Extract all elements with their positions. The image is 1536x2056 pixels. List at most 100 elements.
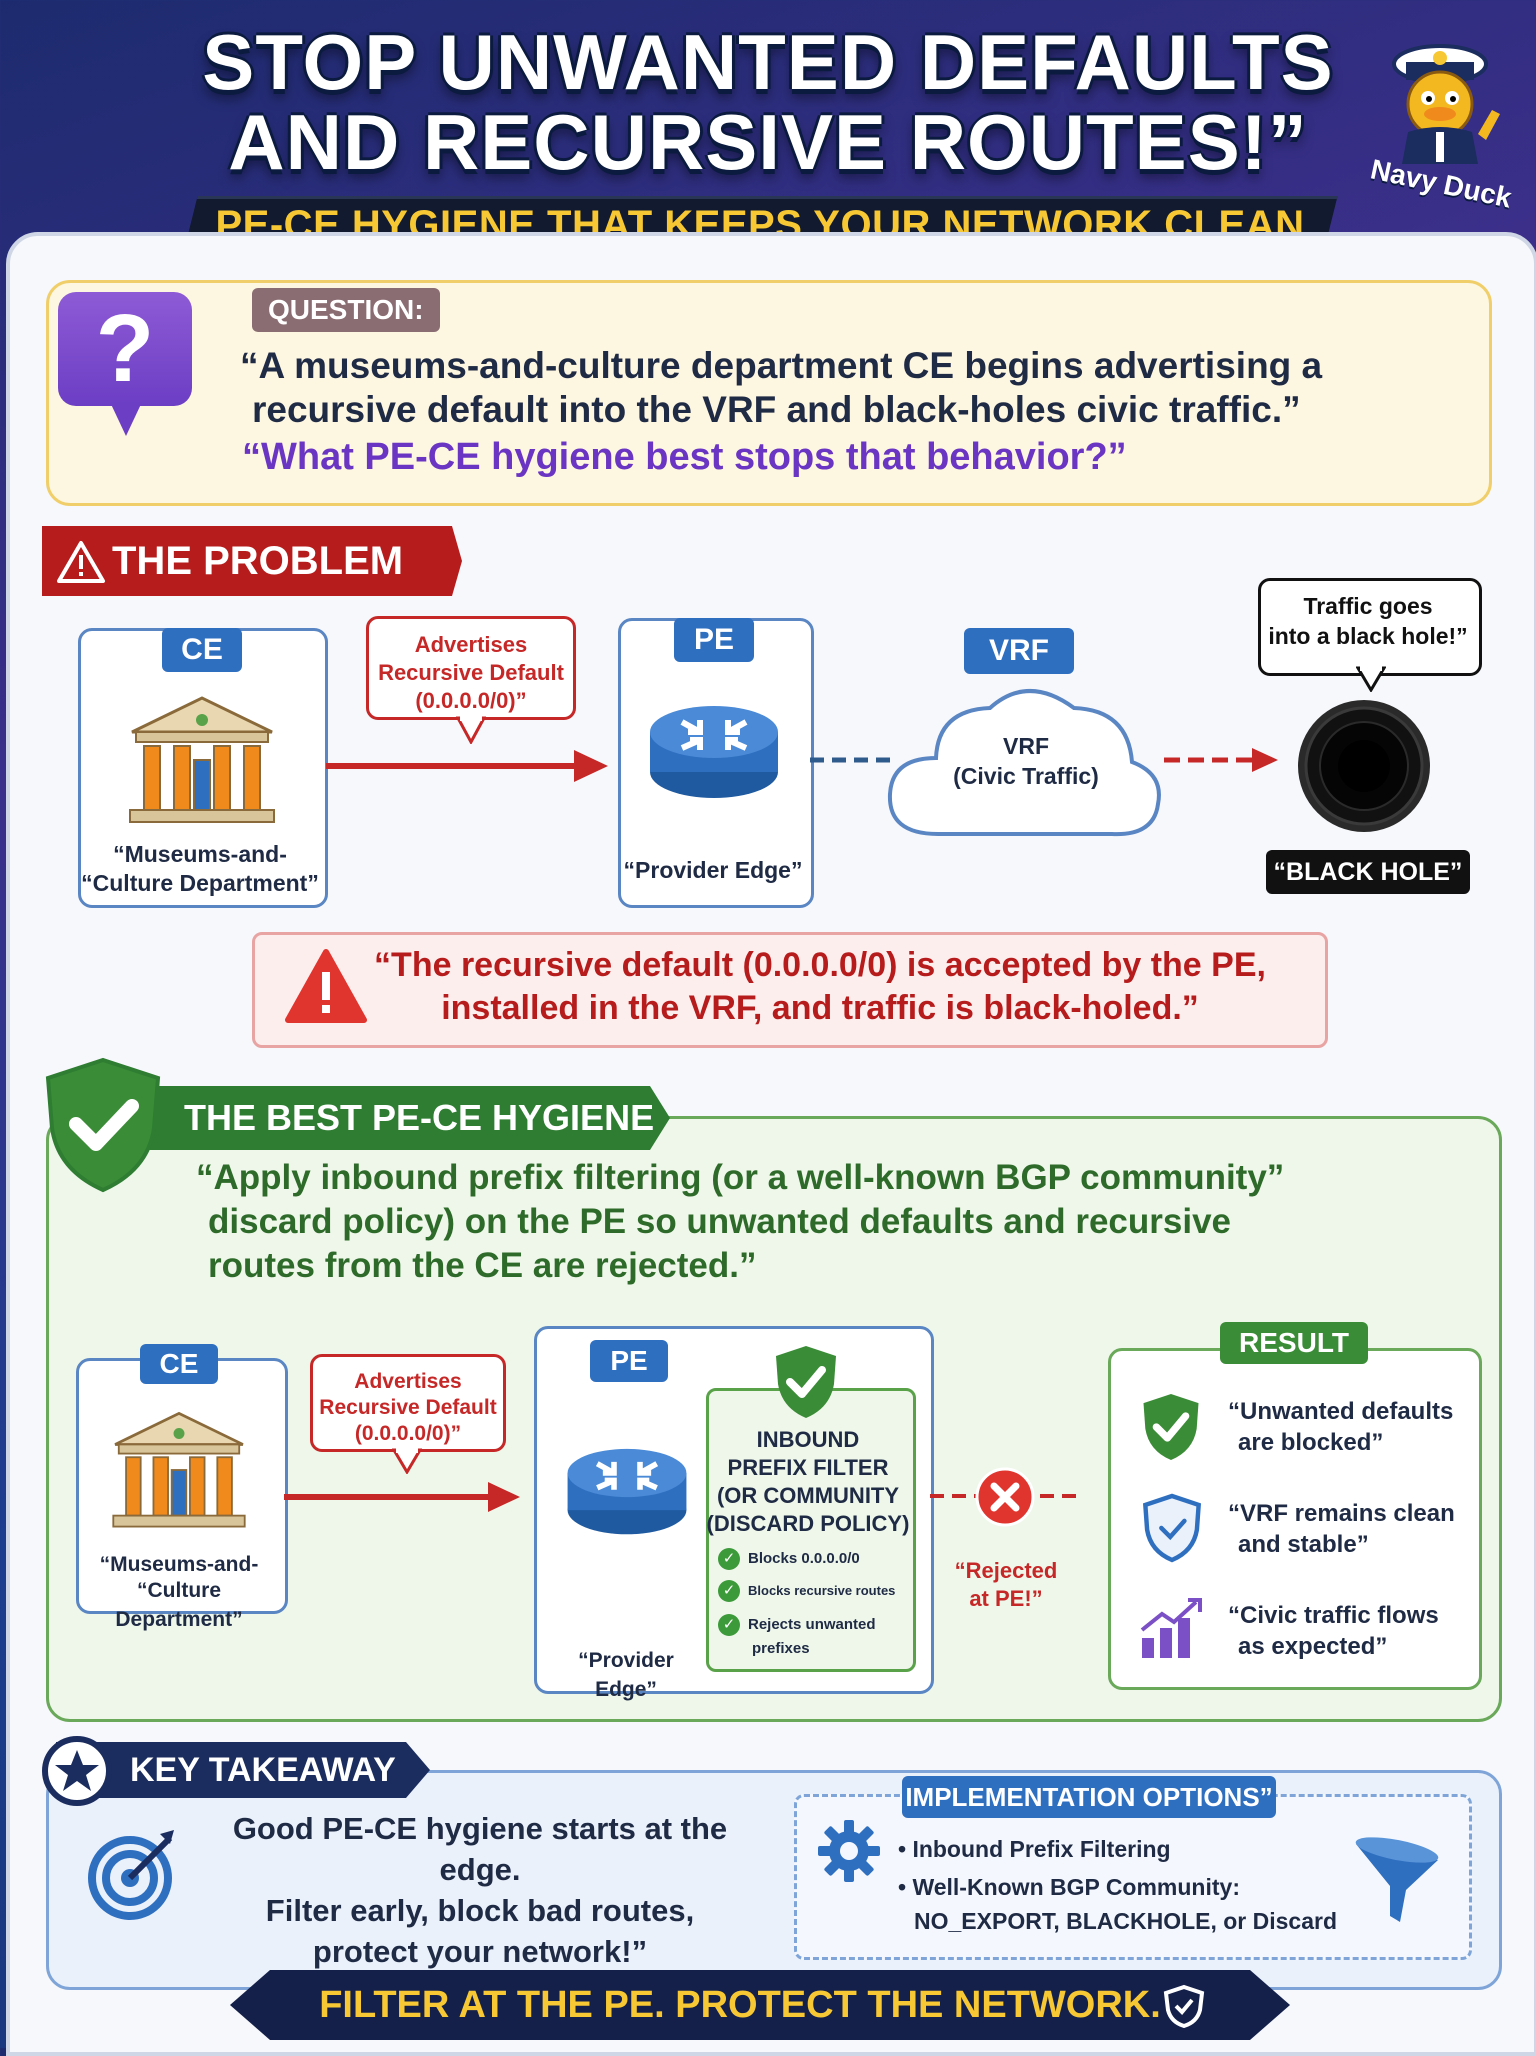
rejected-label-2: at PE!” — [969, 1586, 1043, 1611]
question-line-2: recursive default into the VRF and black… — [252, 389, 1301, 430]
filter-title-line-4: (DISCARD POLICY) — [706, 1511, 910, 1536]
solution-ce-caption-2: “Culture Department” — [115, 1579, 243, 1631]
impl-option-3: NO_EXPORT, BLACKHOLE, or Discard — [914, 1908, 1338, 1934]
problem-alert-box — [252, 932, 1328, 1048]
question-text: “A museums-and-culture department CE beg… — [240, 344, 1420, 432]
solution-shield-check-icon — [45, 1057, 161, 1193]
result-2: “VRF remains clean and stable” — [1228, 1498, 1455, 1560]
problem-router-icon — [650, 706, 778, 798]
takeaway-line-1: Good PE-CE hygiene starts at the edge. — [232, 1811, 728, 1887]
takeaway-banner — [56, 1742, 430, 1798]
result-1-line-1: “Unwanted defaults — [1228, 1398, 1454, 1425]
check-icon: ✓ — [718, 1548, 740, 1570]
warning-triangle-icon — [57, 541, 105, 583]
implementation-options-box — [794, 1794, 1472, 1960]
solution-text: “Apply inbound prefix filtering (or a we… — [196, 1156, 1346, 1288]
impl-option-2: • Well-Known BGP Community: — [898, 1874, 1240, 1900]
solution-line-1: “Apply inbound prefix filtering (or a we… — [196, 1158, 1285, 1197]
solution-museum-building-icon — [112, 1411, 246, 1528]
problem-pe-caption: “Provider Edge” — [623, 857, 803, 883]
blackhole-bubble-line-1: Traffic goes — [1303, 593, 1433, 619]
result-1-line-2: are blocked” — [1238, 1429, 1384, 1456]
vrf-label-2: (Civic Traffic) — [953, 763, 1099, 789]
filter-title-line-2: PREFIX FILTER — [727, 1455, 889, 1480]
solution-line-3: routes from the CE are rejected.” — [208, 1246, 757, 1285]
problem-advertises-callout: Advertises Recursive Default (0.0.0.0/0)… — [366, 616, 576, 720]
rejected-label-1: “Rejected — [954, 1558, 1058, 1583]
problem-alert-line-2: installed in the VRF, and traffic is bla… — [441, 989, 1199, 1027]
result-tag: RESULT — [1220, 1322, 1368, 1364]
question-label: QUESTION: — [252, 288, 440, 332]
footer-shield-icon — [1163, 1984, 1205, 2028]
takeaway-text: Good PE-CE hygiene starts at the edge. F… — [190, 1808, 770, 1972]
problem-alert-line-1: “The recursive default (0.0.0.0/0) is ac… — [374, 946, 1266, 984]
inbound-filter-box — [706, 1388, 916, 1672]
check-icon: ✓ — [718, 1580, 740, 1602]
problem-blackhole-arrow — [1164, 748, 1278, 772]
filter-item-prefixes: prefixes — [752, 1640, 810, 1657]
vrf-label-1: VRF — [1003, 733, 1049, 759]
solution-callout-tail — [392, 1448, 422, 1474]
vrf-cloud-icon — [887, 689, 1161, 837]
problem-pe-tag: PE — [674, 618, 754, 662]
result-3-line-2: as expected” — [1238, 1633, 1388, 1660]
problem-callout-line-1: Advertises — [414, 632, 528, 657]
museum-building-icon — [129, 696, 275, 823]
problem-ce-caption-2: “Culture Department” — [81, 870, 319, 896]
problem-ce-tag: CE — [162, 628, 242, 672]
filter-item-rejects-unwanted: ✓Rejects unwanted — [718, 1614, 876, 1636]
solution-line-2: discard policy) on the PE so unwanted de… — [208, 1202, 1232, 1241]
gear-icon — [818, 1820, 880, 1882]
problem-callout-line-3: (0.0.0.0/0)” — [415, 688, 527, 713]
solution-banner-label: THE BEST PE-CE HYGIENE — [184, 1097, 655, 1138]
problem-alert-text: “The recursive default (0.0.0.0/0) is ac… — [370, 944, 1270, 1030]
implementation-options-tag: IMPLEMENTATION OPTIONS” — [902, 1776, 1276, 1818]
alert-triangle-icon — [285, 949, 367, 1023]
solution-ce-caption-1: “Museums-and- — [99, 1553, 259, 1576]
solution-pe-tag: PE — [590, 1340, 668, 1382]
solution-ce-tag: CE — [140, 1344, 218, 1384]
filter-title-line-3: (OR COMMUNITY — [716, 1483, 900, 1508]
problem-pe-vrf-link — [810, 757, 892, 763]
result-1: “Unwanted defaults are blocked” — [1228, 1396, 1453, 1458]
filter-shield-check-icon — [776, 1346, 836, 1418]
result-2-line-2: and stable” — [1238, 1531, 1369, 1558]
blackhole-bubble-tail — [1356, 666, 1386, 692]
black-hole-label: “BLACK HOLE” — [1266, 850, 1470, 894]
problem-callout-line-2: Recursive Default — [378, 660, 564, 685]
solution-callout-line-3: (0.0.0.0/0)” — [354, 1422, 462, 1445]
footer-text: FILTER AT THE PE. PROTECT THE NETWORK. — [319, 1984, 1161, 2026]
navy-duck-logo-icon — [1392, 44, 1500, 164]
footer-banner — [230, 1970, 1290, 2040]
solution-callout-line-2: Recursive Default — [319, 1396, 497, 1419]
title-line-1: STOP UNWANTED DEFAULTS — [202, 18, 1334, 106]
solution-router-icon — [567, 1448, 687, 1535]
question-line-1: “A museums-and-culture department CE beg… — [240, 345, 1323, 386]
question-bubble-tail — [110, 402, 142, 436]
impl-option-1: • Inbound Prefix Filtering — [898, 1836, 1171, 1862]
rejected-x-icon — [975, 1467, 1035, 1527]
solution-advertise-arrow — [284, 1482, 520, 1512]
black-hole-icon — [1298, 700, 1430, 832]
solution-callout-line-1: Advertises — [354, 1370, 462, 1393]
filter-title-line-1: INBOUND — [756, 1427, 860, 1452]
takeaway-banner-label: KEY TAKEAWAY — [130, 1751, 396, 1789]
takeaway-line-2: Filter early, block bad routes, — [265, 1893, 695, 1928]
question-prompt: “What PE-CE hygiene best stops that beha… — [242, 436, 1127, 478]
problem-callout-tail — [456, 716, 486, 744]
solution-pe-caption: “Provider Edge” — [578, 1649, 674, 1701]
vrf-tag: VRF — [964, 628, 1074, 674]
title-line-2: AND RECURSIVE ROUTES!” — [228, 98, 1308, 186]
star-badge-icon — [42, 1736, 112, 1806]
blackhole-bubble-line-2: into a black hole!” — [1268, 623, 1468, 649]
problem-banner-label: THE PROBLEM — [112, 539, 404, 583]
problem-advertise-arrow — [326, 750, 608, 782]
funnel-icon — [1355, 1837, 1439, 1922]
solution-banner — [110, 1086, 670, 1150]
bar-chart-icon — [1140, 1598, 1202, 1658]
takeaway-line-3: protect your network!” — [312, 1934, 648, 1969]
solution-advertises-callout: Advertises Recursive Default (0.0.0.0/0)… — [310, 1354, 506, 1452]
question-mark-icon: ? — [58, 292, 192, 406]
problem-ce-caption-1: “Museums-and- — [113, 841, 287, 867]
result-3-line-1: “Civic traffic flows — [1228, 1602, 1439, 1629]
